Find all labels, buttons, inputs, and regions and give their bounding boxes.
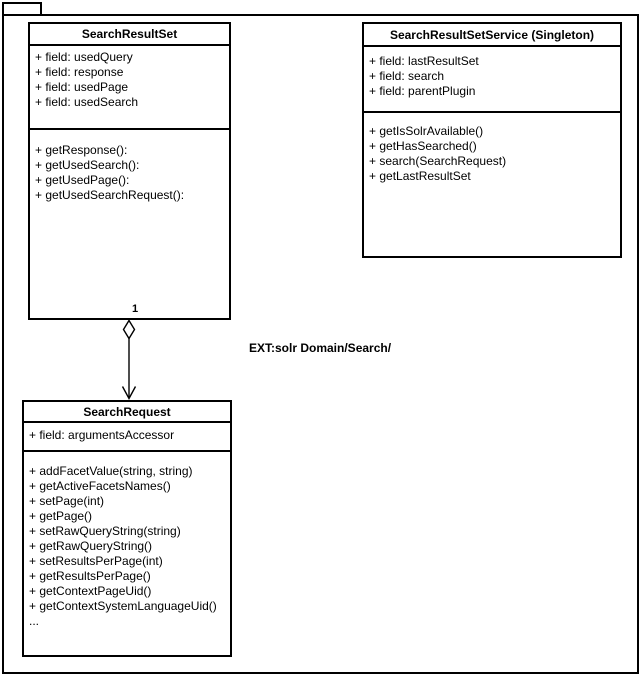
class-box-searchrequest[interactable]: SearchRequest + field: argumentsAccessor… [22,400,232,657]
class-title-searchresultset: SearchResultSet [30,24,229,46]
field-item: + field: usedPage [35,80,129,94]
methods-compartment: + getIsSolrAvailable() + getHasSearched(… [364,113,620,256]
namespace-annotation: EXT:solr Domain/Search/ [249,341,392,355]
field-item: + field: usedSearch [35,95,139,109]
methods-compartment: + addFacetValue(string, string) + getAct… [24,452,230,655]
fields-compartment: + field: argumentsAccessor [24,423,230,452]
method-item: + getContextSystemLanguageUid() [29,599,217,613]
fields-compartment: + field: usedQuery + field: response + f… [30,46,229,130]
method-item: + getContextPageUid() [29,584,152,598]
method-item: + addFacetValue(string, string) [29,464,193,478]
method-item: + getIsSolrAvailable() [369,124,484,138]
method-item: + getUsedSearch(): [35,158,140,172]
method-item: + setResultsPerPage(int) [29,554,163,568]
fields-compartment: + field: lastResultSet + field: search +… [364,47,620,113]
methods-compartment: + getResponse(): + getUsedSearch(): + ge… [30,130,229,318]
method-item: + search(SearchRequest) [369,154,507,168]
method-item: + getPage() [29,509,93,523]
method-item: + setPage(int) [29,494,105,508]
field-item: + field: parentPlugin [369,84,476,98]
method-item: ... [29,614,40,628]
field-item: + field: usedQuery [35,50,133,64]
method-item: + getActiveFacetsNames() [29,479,171,493]
method-item: + setRawQueryString(string) [29,524,181,538]
method-item: + getUsedSearchRequest(): [35,188,185,202]
class-box-searchresultsetservice[interactable]: SearchResultSetService (Singleton) + fie… [362,22,622,258]
field-item: + field: argumentsAccessor [29,428,175,442]
method-item: + getResultsPerPage() [29,569,151,583]
class-title-searchresultsetservice: SearchResultSetService (Singleton) [364,24,620,47]
method-item: + getUsedPage(): [35,173,130,187]
field-item: + field: response [35,65,124,79]
method-item: + getResponse(): [35,143,128,157]
class-title-searchrequest: SearchRequest [24,402,230,423]
field-item: + field: search [369,69,445,83]
multiplicity-label: 1 [132,303,139,315]
class-box-searchresultset[interactable]: SearchResultSet + field: usedQuery + fie… [28,22,231,320]
method-item: + getRawQueryString() [29,539,153,553]
field-item: + field: lastResultSet [369,54,479,68]
package-frame [2,14,639,674]
method-item: + getLastResultSet [369,169,471,183]
package-tab [2,2,42,16]
method-item: + getHasSearched() [369,139,477,153]
